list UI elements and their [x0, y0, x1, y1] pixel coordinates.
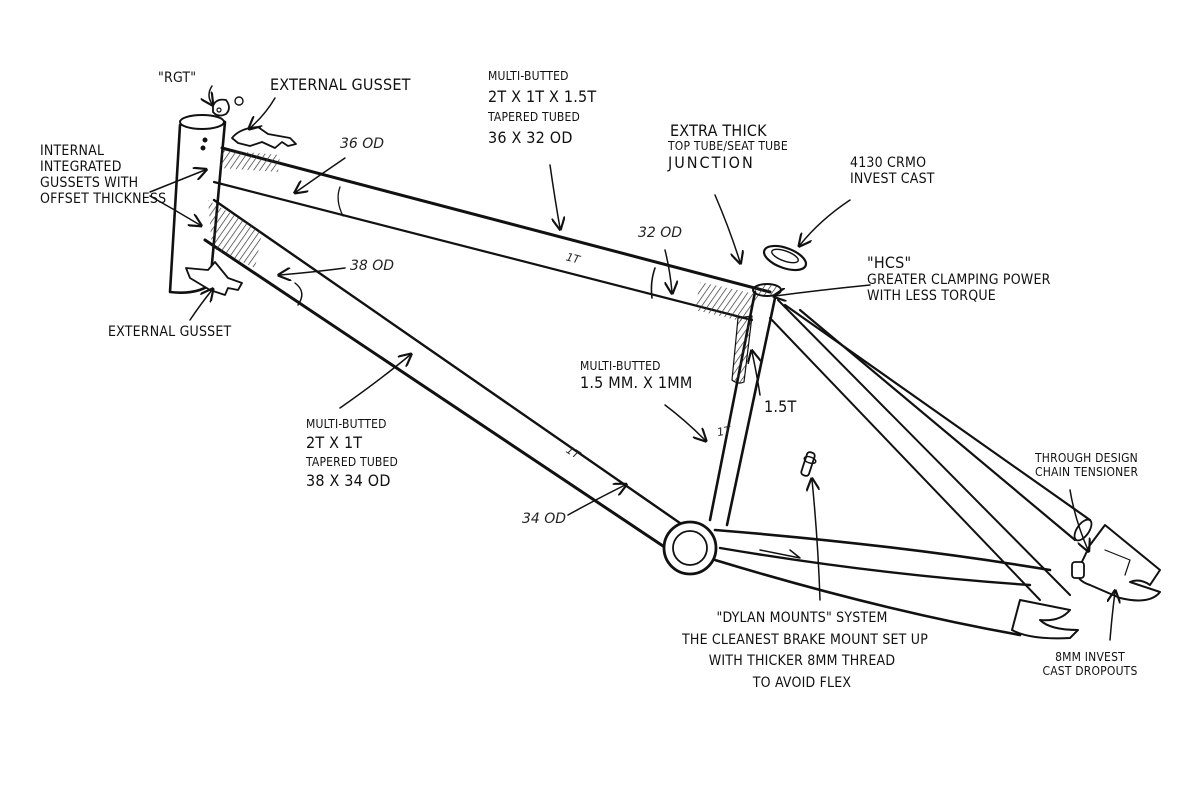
- clamp-material-label: 4130 CrMo Invest cast: [850, 155, 935, 188]
- seat-tube-thickness-mark: 1T: [715, 423, 732, 440]
- seat-stays: [769, 299, 1093, 601]
- down-tube-spec-label: Multi-butted 2T x 1T Tapered tubed 38 x …: [306, 417, 399, 490]
- top-tube-od-rear-label: 32 OD: [638, 225, 683, 241]
- detached-dropout: [1071, 524, 1161, 602]
- seat-tube-spec-label: Multi-butted 1.5 mm. x 1mm: [580, 359, 693, 392]
- seat-tube-top-thickness-label: 1.5T: [764, 397, 797, 416]
- rgt-part: [212, 96, 244, 117]
- chain-tensioner-label: Through design chain tensioner: [1035, 451, 1139, 479]
- down-tube-od-front-label: 38 OD: [350, 258, 395, 274]
- hcs-label: "HCS" Greater clamping power with less t…: [867, 253, 1051, 305]
- external-gusset-top-shape: [231, 126, 297, 149]
- external-gusset-bottom-shape: [185, 261, 243, 296]
- leader-arrows: [149, 85, 1115, 641]
- external-gusset-bottom-label: External gusset: [108, 324, 232, 340]
- top-tube-spec-label: Multi-butted 2T x 1T x 1.5T Tapered tube…: [488, 69, 597, 147]
- top-tube: [212, 146, 772, 322]
- internal-gussets-label: Internal integrated gussets with offset …: [40, 143, 167, 208]
- dropouts-label: 8mm invest cast dropouts: [1042, 650, 1138, 678]
- seat-clamp: [762, 244, 808, 272]
- chain-stays: [713, 528, 1052, 637]
- brake-mount-stud: [800, 451, 817, 477]
- frame-dropout: [1011, 599, 1079, 640]
- external-gusset-top-label: External gusset: [270, 75, 411, 94]
- junction-label: Extra thick Top tube/seat tube Junction: [668, 121, 788, 173]
- dylan-mounts-label: "Dylan Mounts" system The cleanest brake…: [682, 610, 928, 692]
- down-tube-od-rear-label: 34 OD: [522, 511, 567, 527]
- bottom-bracket: [662, 520, 718, 576]
- top-tube-od-front-label: 36 OD: [340, 136, 385, 152]
- rgt-label: "RGT": [158, 70, 197, 86]
